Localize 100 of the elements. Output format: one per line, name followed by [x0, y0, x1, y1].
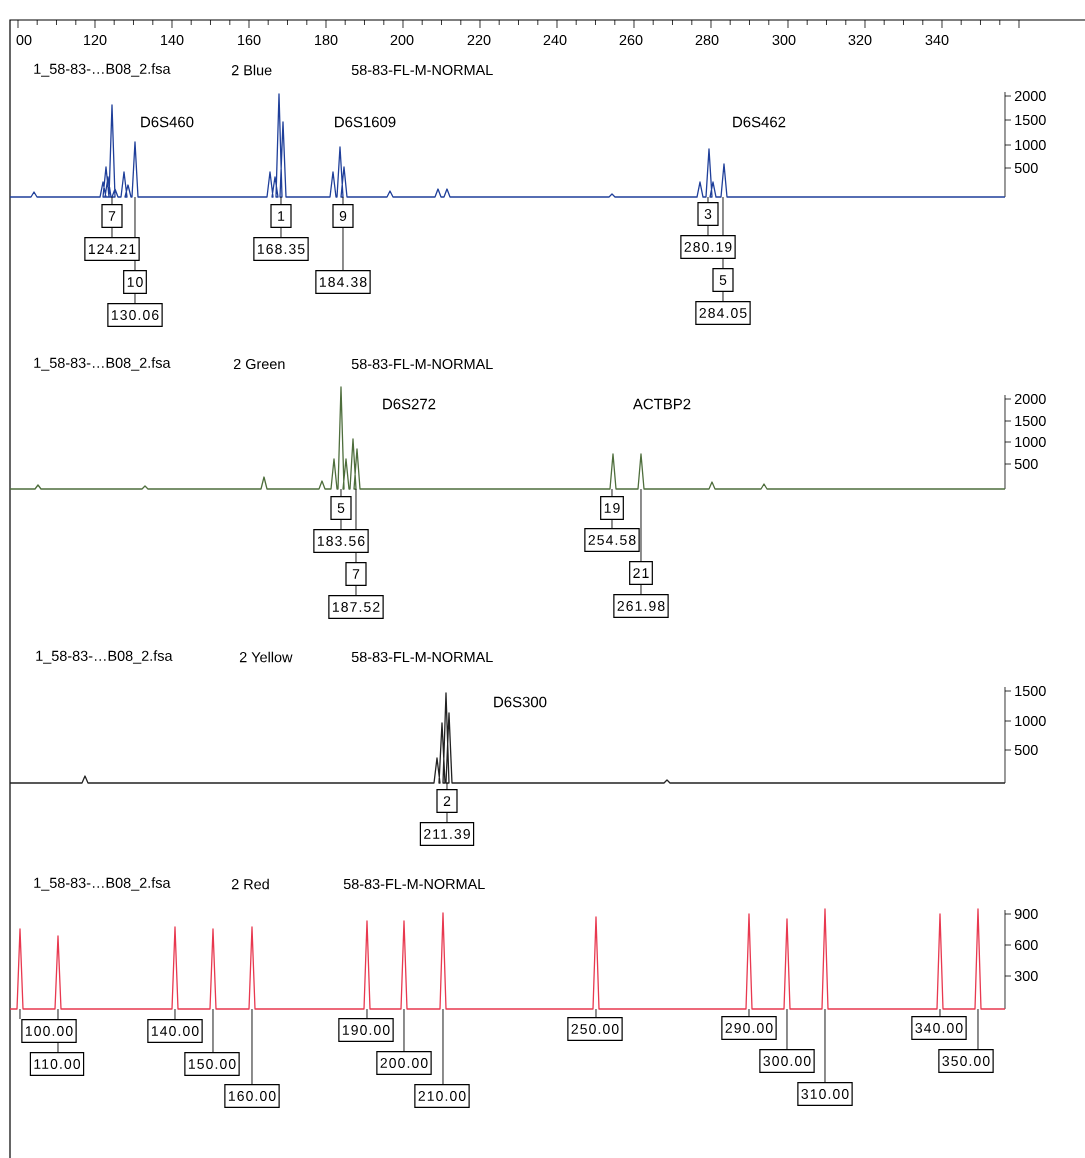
leader-line: [280, 196, 282, 205]
size-box: 184.38: [315, 270, 371, 294]
leader-line: [355, 585, 357, 596]
tick-label: 2000: [1014, 90, 1046, 102]
tick-label: 220: [467, 34, 491, 46]
leader-line: [19, 1008, 21, 1020]
trace-header: 58-83-FL-M-NORMAL: [351, 64, 493, 76]
marker-name: D6S1609: [335, 116, 396, 128]
tick-label: 240: [543, 34, 567, 46]
marker-name: D6S272: [383, 398, 436, 410]
marker-name: D6S460: [141, 116, 194, 128]
tick-label: 180: [315, 34, 338, 46]
size-box: 7: [101, 204, 123, 228]
trace-header: 2 Yellow: [239, 651, 293, 663]
trace-header: 1_58-83-…B08_2.fsa: [36, 650, 173, 664]
size-box: 290.00: [721, 1016, 777, 1040]
tick-label: 320: [848, 34, 872, 46]
leader-line: [824, 1008, 826, 1083]
trace-header: 1_58-83-…B08_2.fsa: [34, 357, 171, 371]
trace-header: 58-83-FL-M-NORMAL: [343, 878, 485, 890]
size-box: 168.35: [253, 237, 309, 261]
size-box: 210.00: [414, 1084, 470, 1108]
leader-line: [366, 1008, 368, 1019]
tick-label: 00: [16, 34, 32, 46]
size-box: 250.00: [567, 1017, 623, 1041]
leader-line: [342, 196, 344, 205]
size-box: 183.56: [313, 529, 369, 553]
leader-line: [403, 1008, 405, 1052]
size-box: 100.00: [21, 1019, 77, 1043]
marker-name: D6S462: [733, 116, 786, 128]
leader-line: [595, 1008, 597, 1018]
size-box: 21: [629, 561, 653, 585]
size-box: 211.39: [419, 822, 475, 846]
leader-line: [342, 227, 344, 271]
tick-label: 300: [772, 34, 796, 46]
tick-label: 280: [695, 34, 719, 46]
size-box: 150.00: [184, 1052, 240, 1076]
tick-label: 200: [390, 34, 414, 46]
size-box: 5: [330, 496, 352, 520]
size-box: 10: [123, 270, 147, 294]
trace-drawing: [9, 692, 1006, 784]
leader-line: [111, 196, 113, 205]
marker-name: D6S300: [494, 696, 547, 708]
leader-line: [611, 488, 613, 497]
tick-label: 140: [161, 34, 184, 46]
leader-line: [707, 196, 709, 203]
leader-line: [340, 519, 342, 530]
size-box: 280.19: [680, 235, 736, 259]
marker-name: ACTBP2: [632, 398, 691, 410]
leader-line: [707, 225, 709, 236]
size-box: 350.00: [938, 1049, 994, 1073]
tick-label: 1500: [1015, 685, 1046, 697]
leader-line: [212, 1008, 214, 1053]
leader-line: [722, 291, 724, 302]
size-box: 284.05: [695, 301, 751, 325]
size-box: 300.00: [759, 1049, 815, 1073]
size-box: 261.98: [613, 594, 669, 618]
leader-line: [340, 488, 342, 497]
size-box: 140.00: [147, 1019, 203, 1043]
tick-label: 120: [84, 34, 107, 46]
size-box: 9: [332, 204, 354, 228]
size-box: 124.21: [84, 237, 140, 261]
leader-line: [134, 293, 136, 304]
leader-line: [786, 1008, 788, 1050]
size-box: 340.00: [911, 1016, 967, 1040]
trace-header: 58-83-FL-M-NORMAL: [351, 358, 493, 370]
leader-line: [611, 519, 613, 529]
leader-line: [977, 1008, 979, 1050]
leader-line: [111, 227, 113, 238]
trace-header: 1_58-83-…B08_2.fsa: [34, 877, 171, 891]
leader-line: [446, 812, 448, 823]
size-box: 2: [436, 789, 458, 813]
size-box: 7: [345, 562, 367, 586]
size-box: 3: [697, 202, 719, 226]
trace-header: 58-83-FL-M-NORMAL: [351, 651, 493, 663]
trace-drawing: [9, 93, 1006, 198]
size-box: 254.58: [584, 528, 640, 552]
leader-line: [939, 1008, 941, 1017]
size-box: 187.52: [328, 595, 384, 619]
size-box: 190.00: [338, 1018, 394, 1042]
leader-line: [280, 227, 282, 238]
leader-line: [748, 1008, 750, 1017]
leader-line: [640, 584, 642, 595]
size-box: 5: [712, 268, 734, 292]
tick-label: 260: [619, 34, 643, 46]
trace-drawing: [9, 908, 1006, 1010]
trace-header: 1_58-83-…B08_2.fsa: [34, 63, 171, 77]
size-box: 200.00: [376, 1051, 432, 1075]
trace-header: 2 Blue: [231, 64, 272, 76]
leader-line: [446, 782, 448, 790]
size-box: 110.00: [29, 1052, 85, 1076]
size-box: 19: [600, 496, 624, 520]
trace-header: 2 Red: [231, 878, 269, 890]
leader-line: [442, 1008, 444, 1085]
size-box: 1: [270, 204, 292, 228]
leader-line: [251, 1008, 253, 1085]
tick-label: 340: [925, 34, 949, 46]
tick-label: 160: [238, 34, 261, 46]
leader-line: [174, 1008, 176, 1020]
trace-drawing: [9, 386, 1006, 490]
